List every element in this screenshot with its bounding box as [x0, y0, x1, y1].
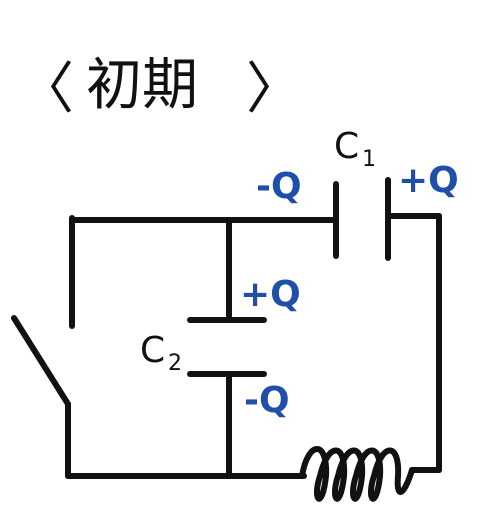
c1-letter: C — [334, 126, 359, 167]
title-close-bracket: 〉 — [246, 57, 302, 122]
charge-c2-bottom: -Q — [244, 380, 290, 421]
c2-letter: C — [140, 330, 165, 371]
c2-label: C 2 — [140, 330, 182, 376]
capacitor-c2 — [187, 317, 267, 377]
title-open-bracket: 〈 — [18, 57, 74, 122]
capacitor-c1 — [333, 177, 391, 261]
title-text: 初期 — [86, 53, 198, 118]
c2-subscript: 2 — [168, 351, 182, 376]
c1-subscript: 1 — [362, 147, 376, 172]
c1-label: C 1 — [334, 126, 376, 172]
charge-c2-top: +Q — [240, 274, 301, 315]
wires — [65, 213, 442, 479]
coil — [299, 446, 415, 502]
charge-c1-right: +Q — [398, 160, 459, 201]
open-switch — [11, 315, 71, 407]
charge-c1-left: -Q — [256, 166, 302, 207]
title: 〈 初期 〉 — [18, 53, 302, 122]
